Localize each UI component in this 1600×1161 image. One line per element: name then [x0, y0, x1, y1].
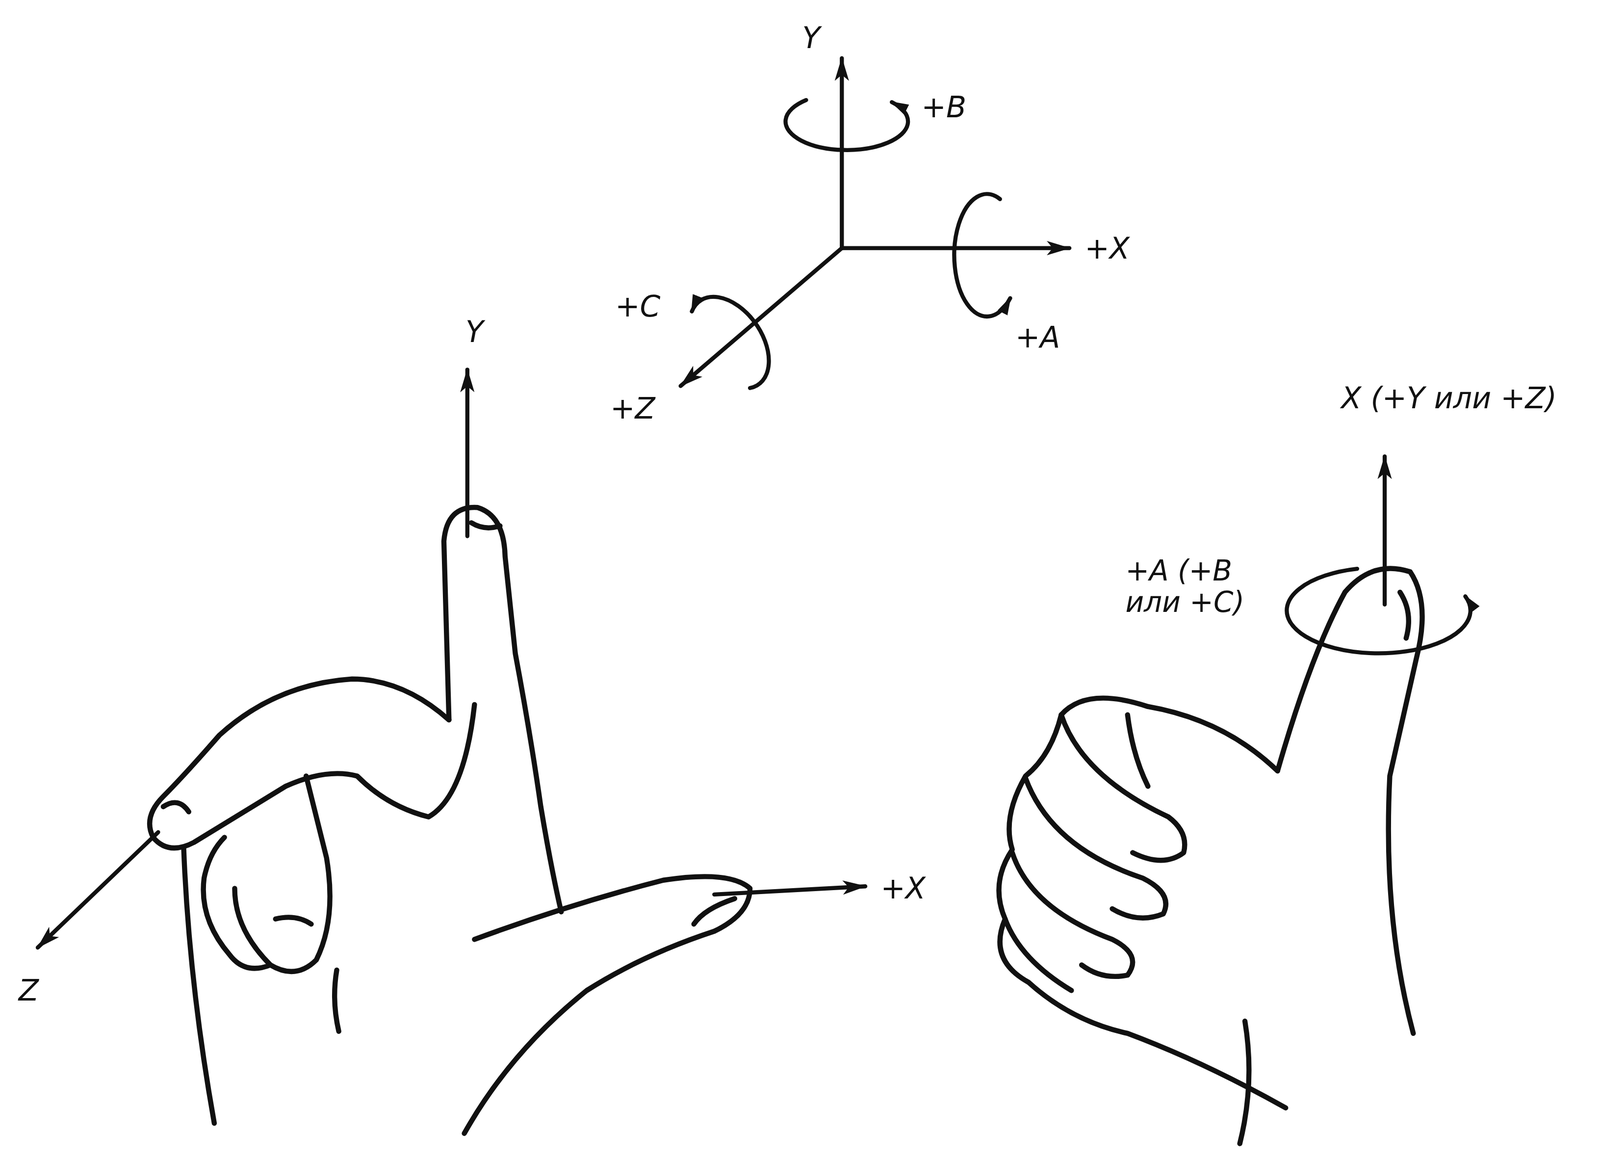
axis-label: +X	[877, 870, 929, 905]
axis-label: +X	[1081, 231, 1133, 266]
rotation-label: +A (+B или +C)	[1122, 554, 1276, 620]
rotation-label: +C	[612, 288, 664, 324]
axis-label: Z	[15, 972, 42, 1007]
axis-label: +Z	[607, 390, 658, 426]
rotation-label: +A	[1012, 319, 1063, 355]
axis-system	[680, 58, 1070, 388]
axis-label: Y	[462, 314, 487, 349]
rotation-label: +B	[918, 89, 970, 125]
axis-label: X (+Y или +Z)	[1338, 380, 1560, 415]
right-hand-drawing	[999, 568, 1423, 1144]
hand-axis-arrows	[37, 369, 1471, 948]
left-hand-drawing	[149, 507, 750, 1134]
axis-label: Y	[799, 20, 824, 55]
